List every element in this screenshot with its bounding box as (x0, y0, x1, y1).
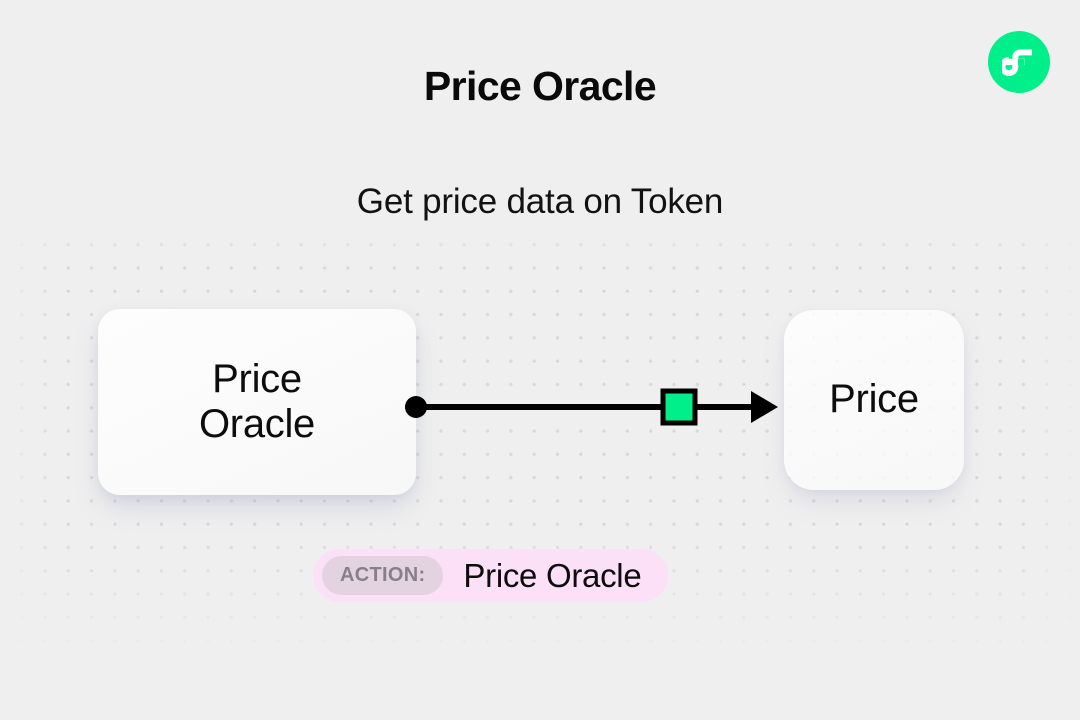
node-source-label: Price Oracle (199, 357, 315, 447)
action-badge-value: Price Oracle (463, 556, 642, 594)
node-price[interactable]: Price (784, 310, 964, 490)
arrow-head-icon (751, 391, 778, 423)
node-target-label: Price (829, 377, 919, 422)
page-subtitle: Get price data on Token (356, 182, 724, 221)
node-source-label-line2: Oracle (198, 402, 315, 446)
node-price-oracle[interactable]: Price Oracle (98, 309, 416, 495)
flow-logo-icon (988, 31, 1050, 93)
page-title: Price Oracle (423, 63, 657, 109)
connector-edge (405, 388, 778, 426)
node-source-label-line1: Price (212, 356, 302, 401)
flow-token-square-icon (660, 388, 698, 426)
action-badge-label: ACTION: (322, 556, 444, 595)
action-badge: ACTION: Price Oracle (313, 549, 669, 602)
